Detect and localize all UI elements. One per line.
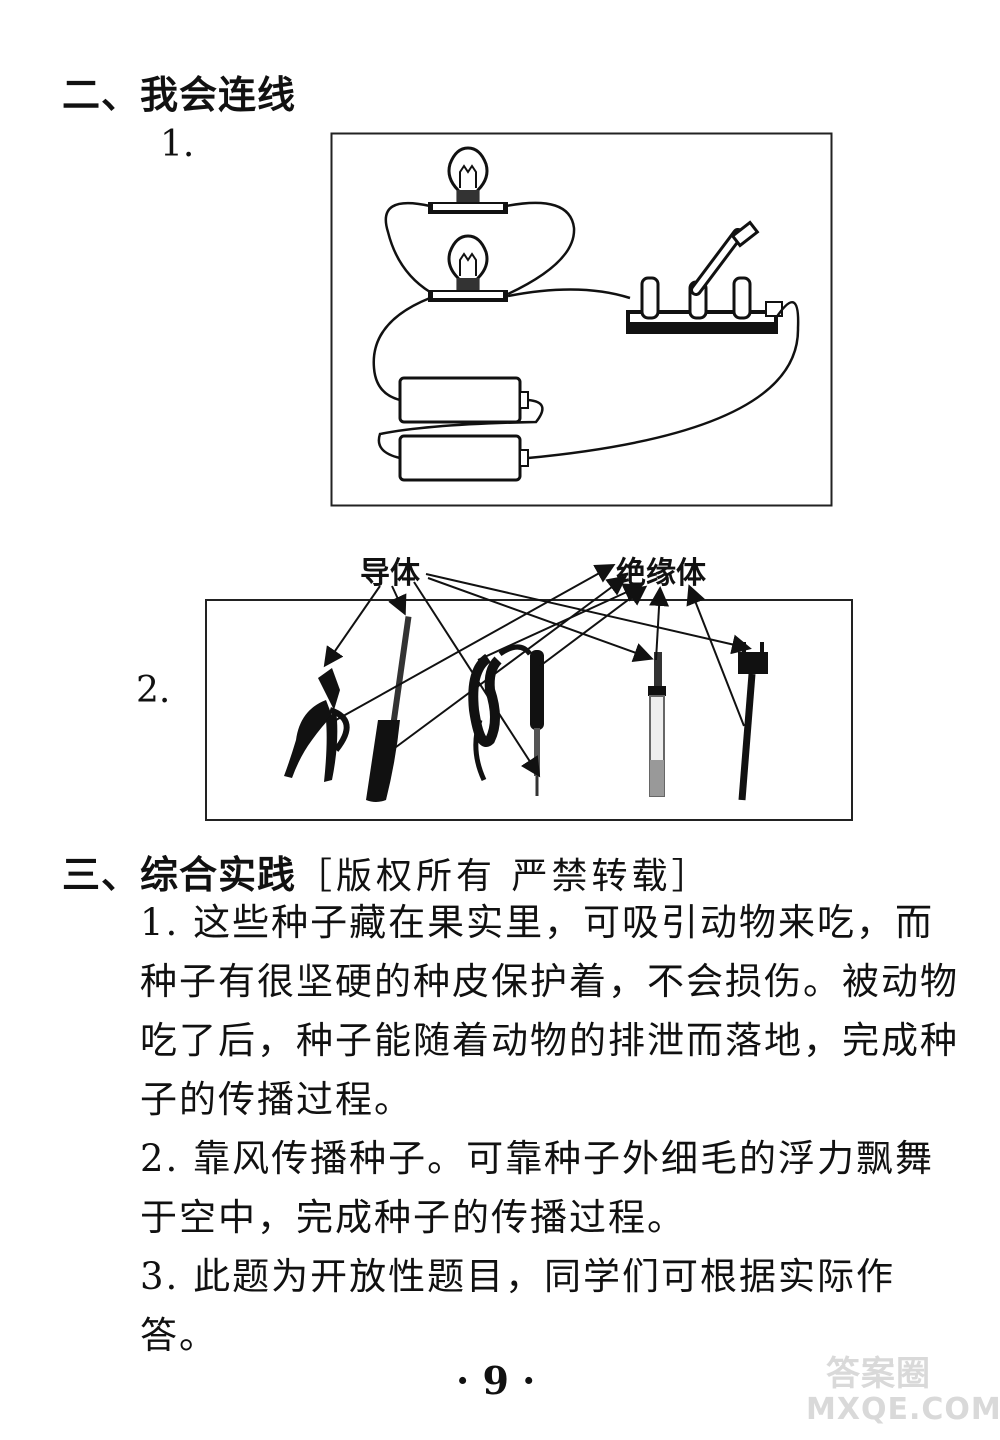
battery-upper (398, 376, 529, 424)
screwdriver (366, 616, 412, 802)
answer-2: 2. 靠风传播种子。可靠种子外细毛的浮力飘舞于空中，完成种子的传播过程。 (140, 1137, 935, 1239)
circuit-wires (372, 201, 800, 460)
tools-matching-diagram (205, 564, 853, 821)
bulb-lower (428, 234, 508, 302)
circuit-diagram (330, 132, 833, 507)
circuit-frame (330, 132, 833, 507)
pliers (284, 668, 350, 782)
copyright-note: ［版权所有 严禁转载］ (296, 856, 712, 897)
tools-frame (205, 599, 853, 821)
answers-block: 1. 这些种子藏在果实里，可吸引动物来吃，而种子有很坚硬的种皮保护着，不会损伤。… (140, 893, 960, 1365)
answer-1: 1. 这些种子藏在果实里，可吸引动物来吃，而种子有很坚硬的种皮保护着，不会损伤。… (140, 901, 959, 1121)
insulator-arrows (335, 564, 745, 751)
page-number: · 9 · (456, 1358, 536, 1403)
battery-lower (398, 434, 529, 482)
knife-switch (626, 220, 783, 334)
section-3-heading: 三、综合实践 (62, 853, 297, 897)
answer-3: 3. 此题为开放性题目，同学们可根据实际作答。 (140, 1255, 896, 1357)
watermark-line-1: 答案圈 (826, 1354, 931, 1394)
question-2-number: 2. (136, 670, 171, 711)
bulb-upper (428, 146, 508, 214)
power-plug (738, 642, 768, 801)
section-2-title: 二、我会连线 (62, 73, 297, 117)
soldering-iron (468, 644, 544, 796)
label-conductor: 导体 (360, 556, 420, 591)
watermark-line-2: MXQE.COM (806, 1392, 1000, 1427)
question-1-number: 1. (160, 124, 195, 165)
test-pen (648, 652, 666, 797)
section-3-title: 三、综合实践［版权所有 严禁转载］ (62, 844, 711, 899)
